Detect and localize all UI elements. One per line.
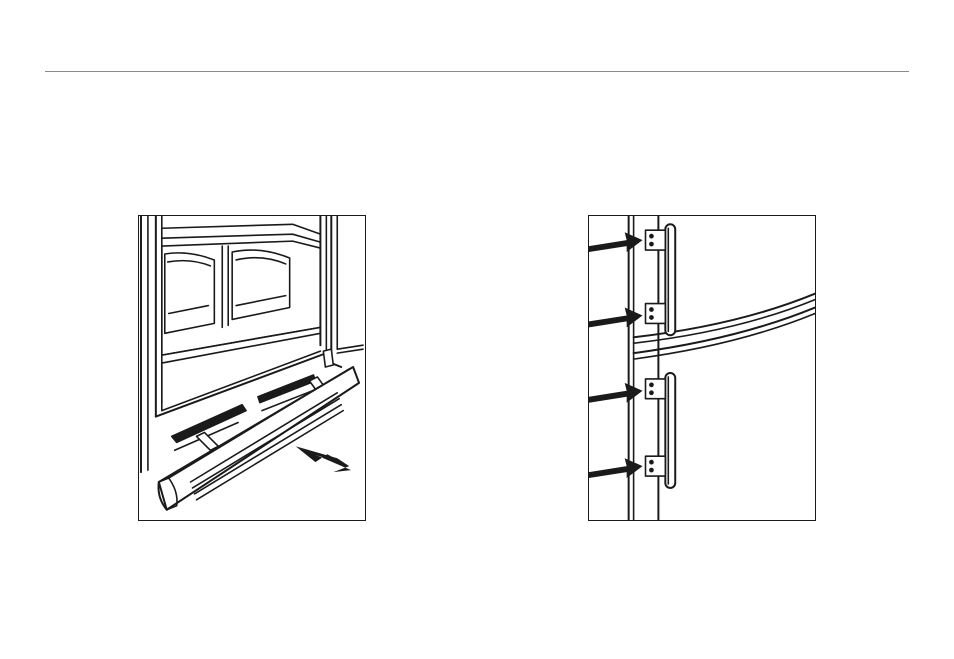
fridge-door-handles-icon (589, 216, 815, 520)
header-rule (45, 71, 909, 72)
fridge-plinth-illustration (138, 215, 366, 521)
fridge-plinth-grille-icon (139, 216, 365, 520)
fridge-handles-illustration (588, 215, 816, 521)
